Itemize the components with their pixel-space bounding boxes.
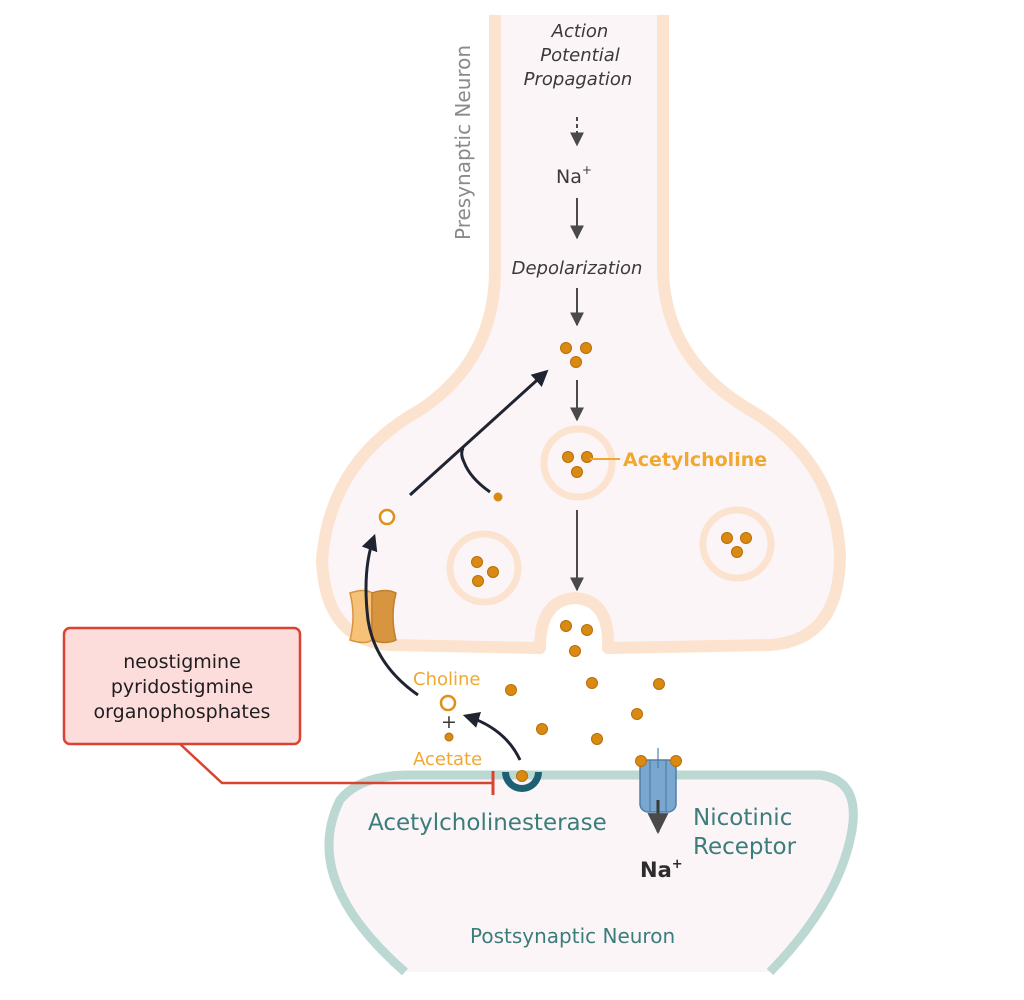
- synthesis-arrow: [408, 369, 549, 497]
- presynaptic-neuron-membrane: [316, 15, 846, 654]
- sodium-ion-label: Na+: [556, 163, 592, 188]
- action-potential-label-line1: Action: [551, 21, 609, 42]
- acetate-join-line: [460, 447, 491, 494]
- choline-molecule-cleft: [439, 694, 457, 712]
- acetylcholine-label: Acetylcholine: [623, 449, 767, 471]
- nicotinic-receptor-label-line1: Nicotinic: [693, 805, 792, 831]
- plus-sign: +: [441, 711, 457, 733]
- depolarization-label: Depolarization: [512, 258, 643, 279]
- acetylcholinesterase-enzyme: [502, 770, 542, 792]
- inhibitor-organophosphates: organophosphates: [94, 701, 271, 723]
- presynaptic-neuron-label: Presynaptic Neuron: [451, 45, 475, 240]
- acetylcholine-in-cleft: [444, 677, 665, 745]
- acetate-label: Acetate: [413, 749, 482, 770]
- action-potential-label-line3: Propagation: [524, 69, 633, 90]
- inhibitor-box: [62, 626, 302, 746]
- sodium-ion-postsynaptic-label: Na+: [640, 857, 683, 882]
- choline-label: Choline: [413, 669, 480, 690]
- inhibitor-pyridostigmine: pyridostigmine: [111, 676, 253, 698]
- hydrolysis-arrow: [462, 712, 522, 761]
- acetylcholinesterase-label: Acetylcholinesterase: [368, 810, 607, 836]
- choline-transporter: [349, 589, 397, 644]
- acetylcholine-release: [560, 620, 593, 657]
- acetylcholine-cluster-top: [560, 342, 592, 368]
- nicotinic-receptor-label-line2: Receptor: [693, 834, 797, 860]
- synaptic-vesicle-left: [446, 530, 522, 606]
- synaptic-vesicle-right: [699, 506, 775, 582]
- action-potential-label-line2: Potential: [540, 45, 620, 66]
- nicotinic-receptor: [635, 748, 682, 813]
- acetate-molecule-inside: [493, 492, 503, 502]
- choline-molecule-inside: [378, 508, 396, 526]
- inhibitor-connector-line: [179, 743, 493, 785]
- synaptic-vesicle-center: [540, 425, 616, 501]
- choline-reuptake-arrow: [361, 533, 419, 697]
- postsynaptic-neuron-membrane: [324, 770, 858, 976]
- inhibitor-neostigmine: neostigmine: [123, 651, 241, 673]
- postsynaptic-neuron-label: Postsynaptic Neuron: [470, 924, 675, 948]
